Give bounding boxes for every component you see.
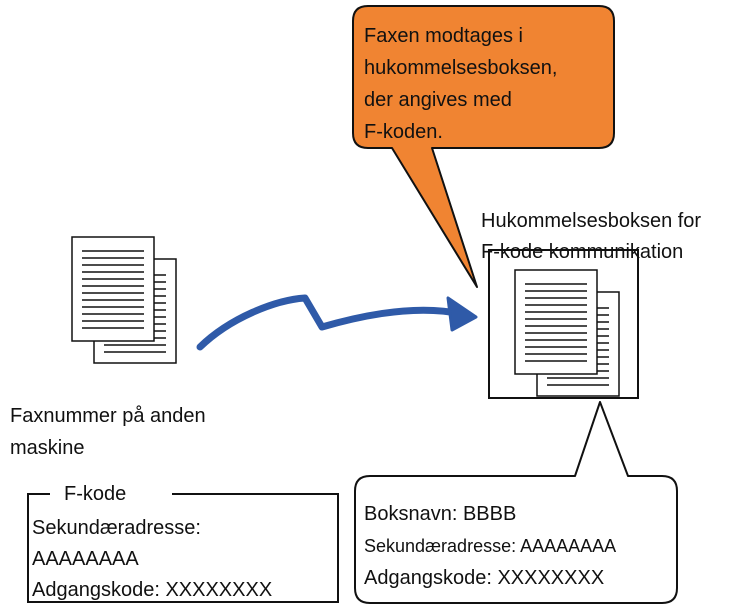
- sub-address-line: Sekundæradresse: AAAAAAAA: [364, 536, 617, 556]
- sender-label-line-1: Faxnummer på anden: [10, 405, 206, 427]
- sender-document-icon: [71, 236, 177, 364]
- fcode-legend: F-kode: [58, 481, 133, 507]
- callout-line: der angives med: [364, 89, 512, 111]
- callout-text: Faxen modtages i hukommelsesboksen, der …: [364, 20, 557, 148]
- fcode-line: AAAAAAAA: [32, 548, 139, 570]
- callout-bubble: [352, 5, 615, 288]
- fcode-line: Sekundæradresse:: [32, 517, 201, 539]
- sender-label-line-2: maskine: [10, 437, 85, 459]
- memory-info-details: Boksnavn: BBBB Sekundæradresse: AAAAAAAA…: [364, 498, 616, 594]
- transmission-arrow: [196, 294, 466, 351]
- callout-line: hukommelsesboksen,: [364, 57, 558, 79]
- fcode-line: Adgangskode: XXXXXXXX: [32, 579, 273, 601]
- memory-box-label-line-2: F-kode kommunikation: [481, 241, 684, 263]
- box-name-line: Boksnavn: BBBB: [364, 503, 517, 525]
- memory-info-bubble: [354, 401, 678, 604]
- fcode-box-frame: [27, 493, 339, 603]
- memory-box-label-line-1: Hukommelsesboksen for: [481, 210, 702, 232]
- callout-line: Faxen modtages i: [364, 25, 523, 47]
- arrow-head: [446, 296, 478, 332]
- callout-line: F-koden.: [364, 121, 443, 143]
- fcode-details: Sekundæradresse: AAAAAAAA Adgangskode: X…: [32, 513, 272, 606]
- passcode-line: Adgangskode: XXXXXXXX: [364, 567, 605, 589]
